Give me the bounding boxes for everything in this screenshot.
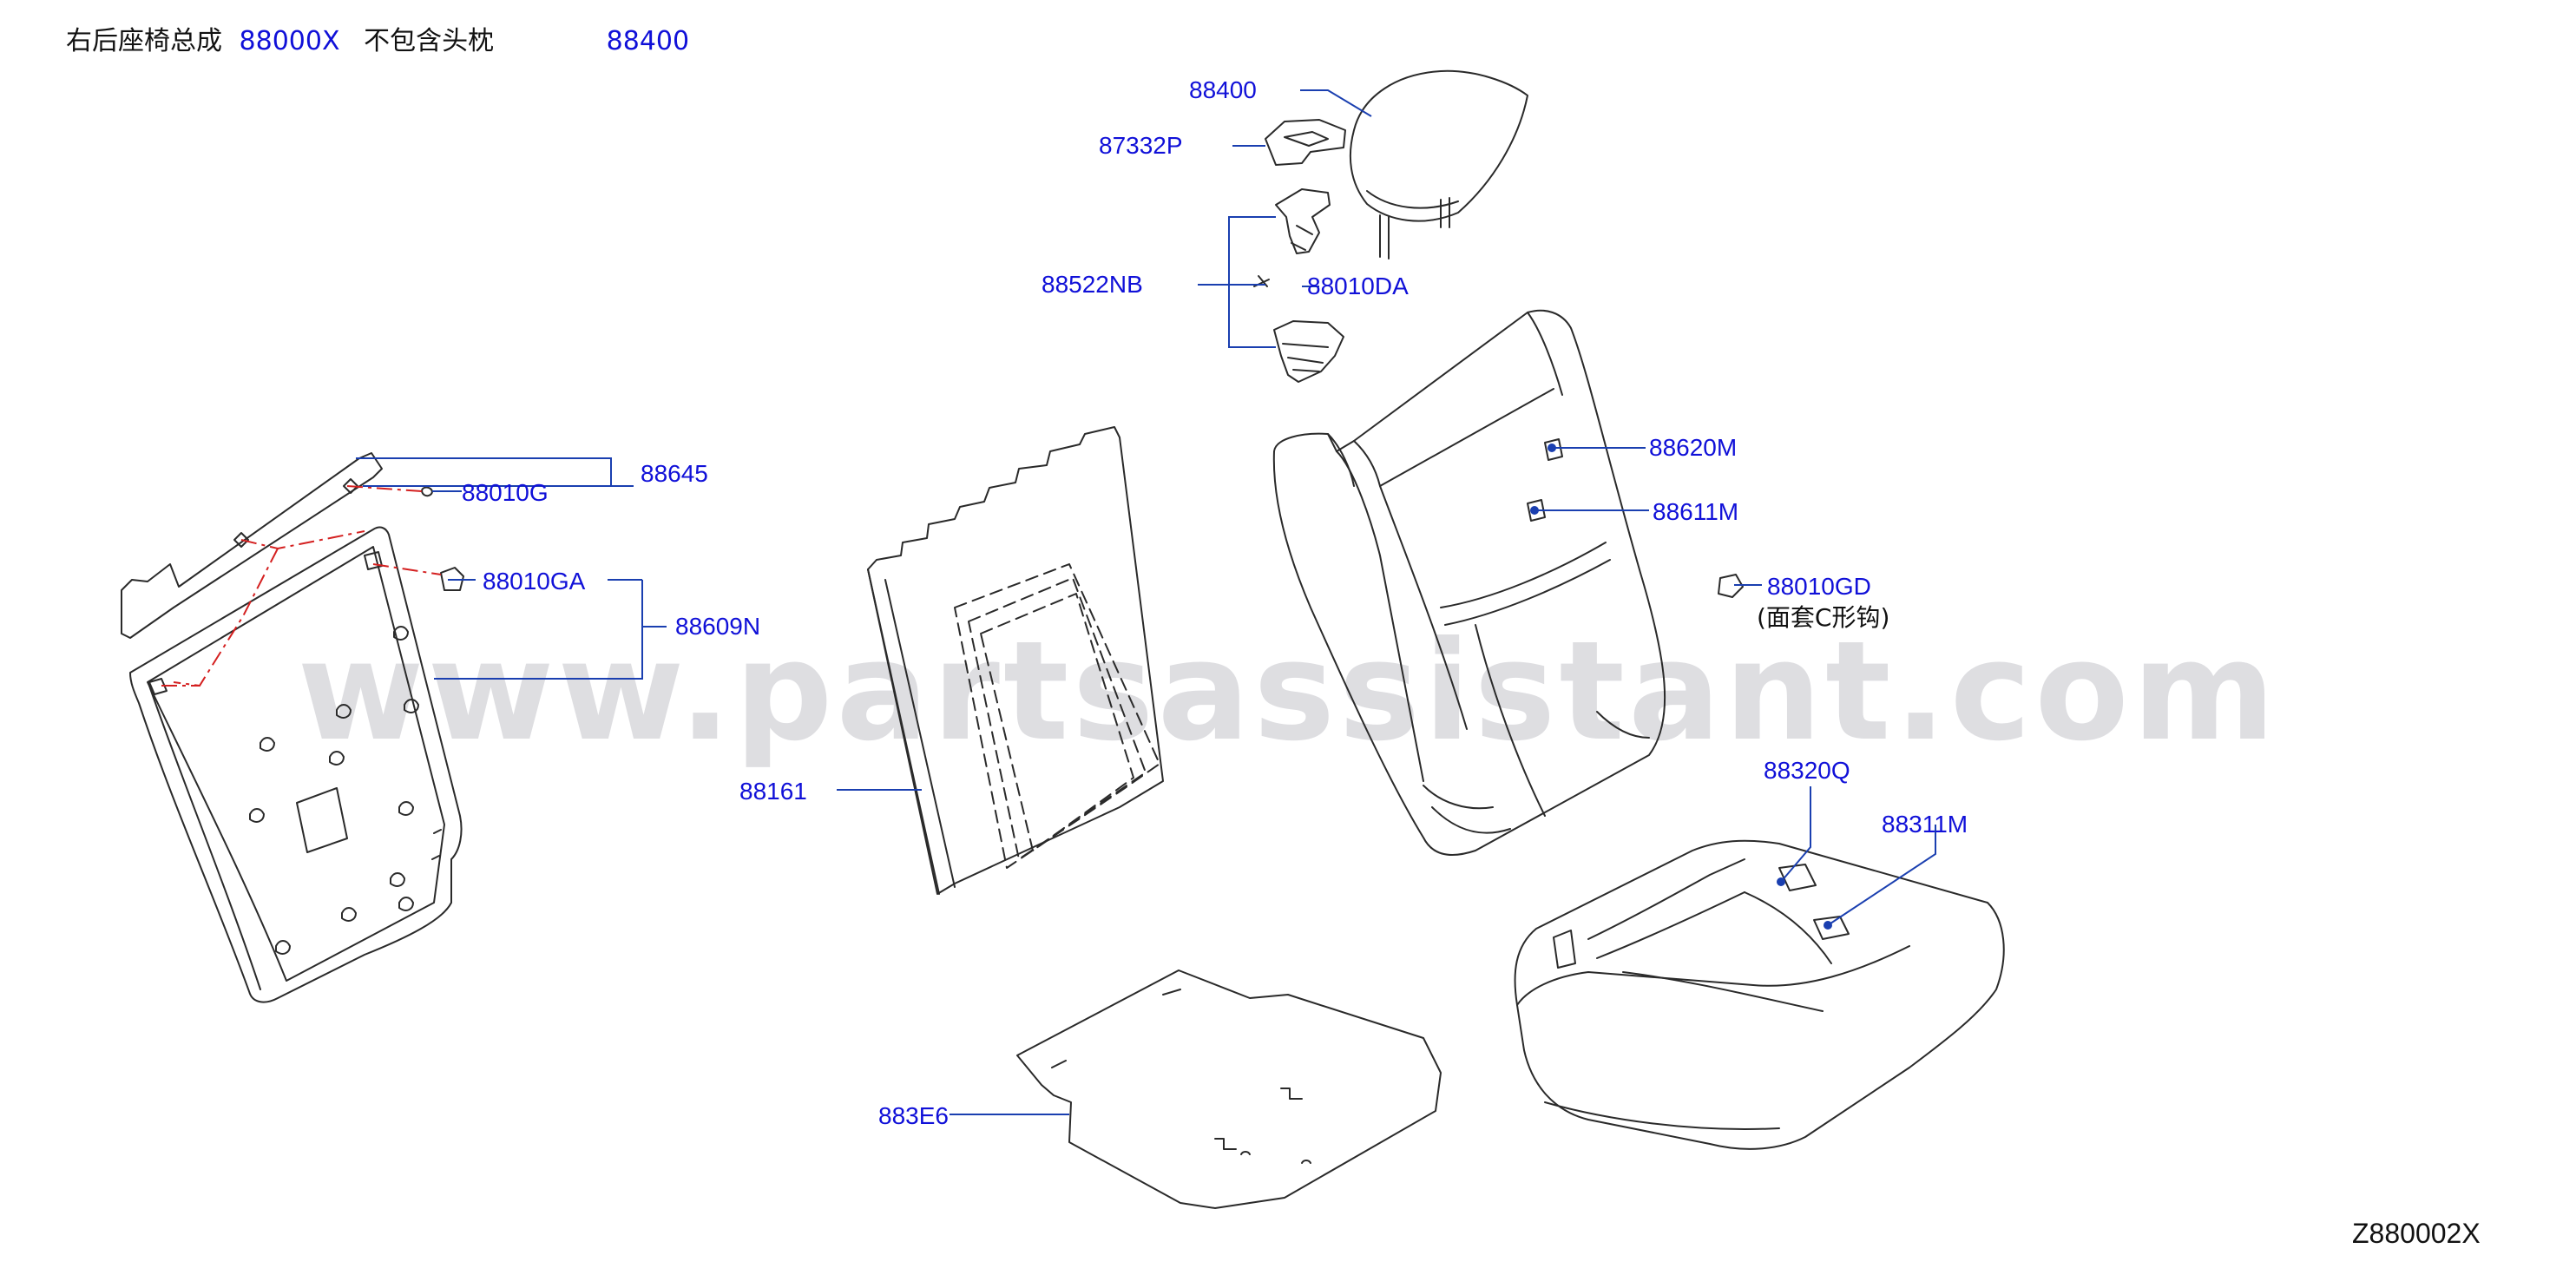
- header-note: 不包含头枕: [364, 26, 495, 56]
- header-headrest-code[interactable]: 88400: [606, 26, 690, 56]
- seat-back-drawing: [1272, 309, 1666, 856]
- headrest-drawing: [1349, 69, 1528, 260]
- back-panel-drawing: [129, 526, 463, 1003]
- callout-back-panel[interactable]: 88609N: [675, 613, 761, 640]
- callout-back-board-clip[interactable]: 88010G: [462, 479, 549, 506]
- header-assembly-code[interactable]: 88000X: [239, 26, 340, 56]
- callout-headrest[interactable]: 88400: [1189, 76, 1257, 103]
- leader-lines: [356, 89, 1936, 1115]
- callout-latch-assy[interactable]: 88522NB: [1042, 271, 1143, 298]
- callout-cushion-cover-b[interactable]: 88311M: [1882, 811, 1968, 838]
- callout-back-cover-lower[interactable]: 88611M: [1653, 498, 1739, 525]
- assembly-lines: [161, 485, 442, 687]
- callout-back-board[interactable]: 88645: [641, 460, 708, 487]
- document-id: Z880002X: [2352, 1218, 2481, 1249]
- callout-back-pad-mat[interactable]: 88161: [739, 778, 807, 805]
- latch-assy-drawing: [1253, 188, 1344, 383]
- callout-guide-clip[interactable]: 87332P: [1099, 132, 1183, 159]
- guide-clip-drawing: [1265, 119, 1346, 166]
- diagram-header: 右后座椅总成 88000X 不包含头枕 88400: [66, 23, 689, 61]
- seat-cushion-drawing: [1514, 839, 2005, 1150]
- callout-cover-hook[interactable]: 88010GD: [1767, 573, 1871, 600]
- back-board-drawing: [121, 452, 383, 639]
- callout-cushion-board[interactable]: 883E6: [878, 1102, 949, 1129]
- indicator-dots: [1530, 444, 1832, 930]
- cover-hook-drawing: [1718, 574, 1744, 598]
- callout-cushion-cover-a[interactable]: 88320Q: [1764, 757, 1850, 784]
- callout-back-panel-clip[interactable]: 88010GA: [483, 568, 586, 595]
- callout-latch-screw[interactable]: 88010DA: [1307, 273, 1409, 299]
- header-title: 右后座椅总成: [66, 26, 222, 56]
- callout-back-cover-upper[interactable]: 88620M: [1649, 434, 1738, 461]
- callout-cover-hook-note: (面套C形钩): [1757, 603, 1890, 632]
- clip-drawings: [421, 486, 464, 591]
- back-pad-mat-drawing: [867, 426, 1164, 895]
- back-pad-mat-dashed: [954, 563, 1160, 869]
- cushion-board-drawing: [1016, 969, 1442, 1209]
